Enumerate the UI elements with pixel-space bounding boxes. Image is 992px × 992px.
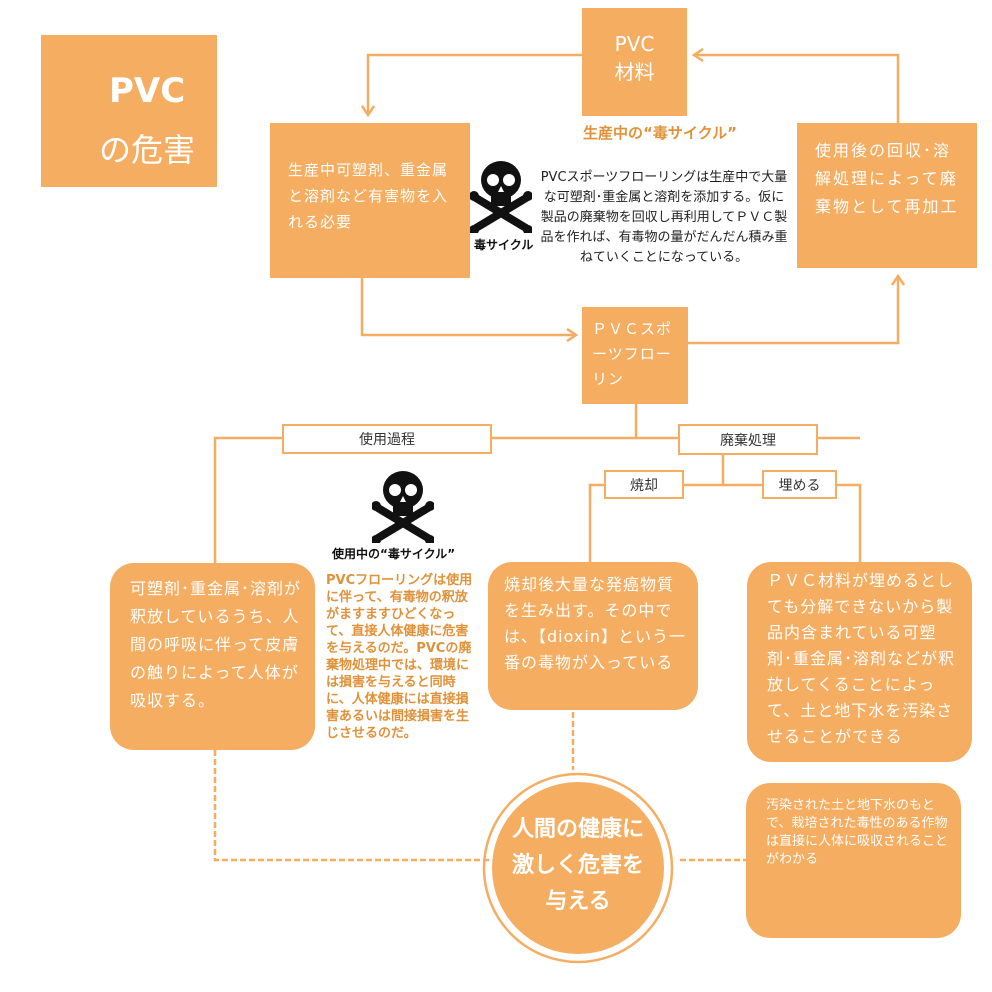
- skull-label-mid: 使用中の“毒サイクル”: [332, 547, 456, 561]
- skull-crossbones-icon: [469, 158, 533, 235]
- crops-box: 汚染された土と地下水のもとで、栽培された毒性のある作物は直接に人体に吸収されるこ…: [746, 783, 961, 938]
- skull-label-top: 毒サイクル: [474, 238, 534, 252]
- title-line2: の危害: [99, 131, 196, 169]
- pvc-material-box: PVC 材料: [582, 8, 687, 116]
- health-ring: [482, 772, 674, 964]
- recycle-text: 使用後の回収･溶解処理によって廃棄物として再加工: [815, 141, 959, 216]
- production-cycle-title: 生産中の“毒サイクル”: [583, 124, 737, 142]
- landfill-label: 埋める: [762, 470, 837, 499]
- health-harm-text: 人間の健康に激しく危害を与える: [511, 817, 644, 914]
- pvc-flooring-text: ＰＶＣスポーツフローリン: [592, 320, 673, 388]
- additives-text: 生産中可塑剤、重金属と溶剤など有害物を入れる必要: [288, 161, 449, 231]
- dioxin-text: 焼却後大量な発癌物質を生み出す。その中では、【dioxin】という一番の毒物が入…: [504, 575, 686, 672]
- incineration-label: 焼却: [604, 470, 684, 499]
- additives-box: 生産中可塑剤、重金属と溶剤など有害物を入れる必要: [270, 123, 470, 278]
- pollute-text: ＰＶＣ材料が埋めるとしても分解できないから製品内含まれている可塑剤･重金属･溶剤…: [767, 571, 956, 746]
- usage-process-label: 使用過程: [282, 424, 492, 454]
- title-line1: PVC: [109, 71, 186, 111]
- disposal-label: 廃棄処理: [678, 424, 818, 455]
- pvc-material-line1: PVC: [614, 32, 655, 56]
- title-block: PVC の危害: [41, 35, 217, 187]
- pvc-material-line2: 材料: [614, 60, 655, 84]
- dioxin-box: 焼却後大量な発癌物質を生み出す。その中では、【dioxin】という一番の毒物が入…: [488, 562, 698, 710]
- recycle-box: 使用後の回収･溶解処理によって廃棄物として再加工: [797, 123, 977, 268]
- absorb-box: 可塑剤･重金属･溶剤が釈放しているうち、人間の呼吸に伴って皮膚の触りによって人体…: [110, 563, 315, 750]
- usage-desc: PVCフローリングは使用に伴って、有毒物の釈放がますますひどくなって、直接人体健…: [326, 573, 473, 741]
- production-desc: PVCスポーツフローリングは生産中で大量な可塑剤･重金属と溶剤を添加する。仮に製…: [540, 170, 788, 265]
- absorb-text: 可塑剤･重金属･溶剤が釈放しているうち、人間の呼吸に伴って皮膚の触りによって人体…: [130, 579, 302, 710]
- crops-text: 汚染された土と地下水のもとで、栽培された毒性のある作物は直接に人体に吸収されるこ…: [766, 798, 949, 867]
- health-harm-circle: 人間の健康に激しく危害を与える: [492, 782, 664, 954]
- pollute-box: ＰＶＣ材料が埋めるとしても分解できないから製品内含まれている可塑剤･重金属･溶剤…: [747, 562, 972, 762]
- skull-crossbones-icon: [371, 468, 435, 545]
- pvc-flooring-box: ＰＶＣスポーツフローリン: [582, 307, 688, 404]
